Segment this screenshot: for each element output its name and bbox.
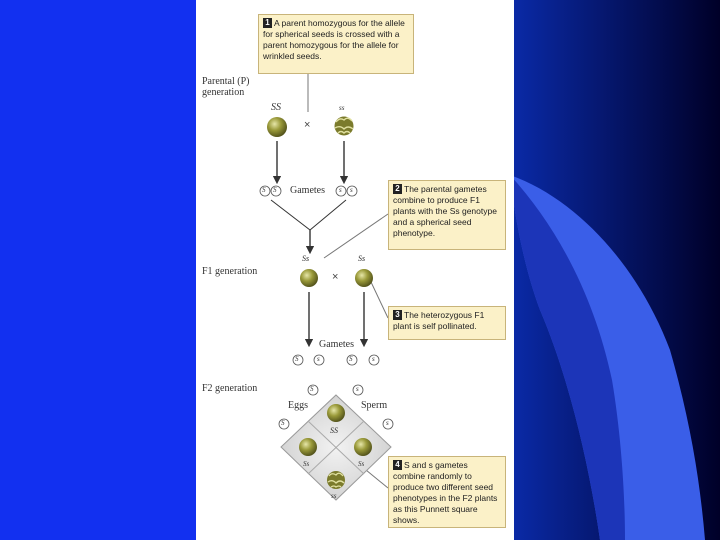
wrinkled-pea-ss — [335, 117, 354, 136]
genotype-f1-right: Ss — [358, 254, 365, 263]
gametes-label-p: Gametes — [290, 185, 325, 196]
gamete-letter: s — [386, 419, 389, 427]
cross-symbol-f1: × — [332, 271, 338, 283]
callout-3-number: 3 — [393, 310, 402, 320]
eggs-label: Eggs — [288, 400, 308, 411]
gamete-letter: s — [350, 186, 353, 194]
genotype-f1-left: Ss — [302, 254, 309, 263]
callout-3-text: The heterozygous F1 plant is self pollin… — [393, 310, 484, 331]
gametes-label-f1: Gametes — [319, 339, 354, 350]
cross-symbol-p: × — [304, 119, 310, 131]
punnett-genotype-ss: ss — [331, 492, 336, 500]
left-blue-panel — [0, 0, 200, 540]
f2-generation-label: F2 generation — [202, 383, 257, 394]
f1-pea-right — [355, 269, 373, 287]
gamete-letter: s — [372, 355, 375, 363]
gamete-letter: s — [356, 385, 359, 393]
gamete-letter: S — [281, 419, 285, 427]
punnett-genotype-Ss-left: Ss — [303, 460, 309, 468]
punnett-Ss-left-pea — [299, 438, 317, 456]
punnett-genotype-Ss-right: Ss — [358, 460, 364, 468]
gamete-letter: S — [310, 385, 314, 393]
punnett-genotype-SS: SS — [330, 426, 338, 435]
callout-1-number: 1 — [263, 18, 272, 28]
callout-2-pointer — [324, 214, 388, 258]
gamete-letter: s — [317, 355, 320, 363]
gamete-letter: s — [339, 186, 342, 194]
callout-2-number: 2 — [393, 184, 402, 194]
parental-generation-label: Parental (P) generation — [202, 76, 272, 98]
f1-pea-left — [300, 269, 318, 287]
gamete-letter: S — [295, 355, 299, 363]
callout-4-text: S and s gametes combine randomly to prod… — [393, 460, 497, 525]
gamete-letter: S — [349, 355, 353, 363]
genotype-ss: ss — [339, 104, 344, 112]
callout-4-number: 4 — [393, 460, 402, 470]
genotype-SS: SS — [271, 102, 281, 113]
gamete-letter: S — [273, 186, 277, 194]
callout-2-text: The parental gametes combine to produce … — [393, 184, 497, 238]
gamete-letter: S — [262, 186, 266, 194]
round-pea-SS — [267, 117, 287, 137]
callout-3-pointer — [371, 282, 388, 318]
f1-generation-label: F1 generation — [202, 266, 257, 277]
callout-1-text: A parent homozygous for the allele for s… — [263, 18, 405, 61]
f1-gametes — [293, 355, 379, 365]
genetics-figure: S S s s S s S s S s S s Parental (P) gen… — [196, 0, 514, 540]
callout-4-pointer — [366, 470, 388, 488]
punnett-ss-wrinkled-pea — [327, 471, 345, 489]
punnett-SS-pea — [327, 404, 345, 422]
punnett-Ss-right-pea — [354, 438, 372, 456]
sperm-label: Sperm — [361, 400, 387, 411]
